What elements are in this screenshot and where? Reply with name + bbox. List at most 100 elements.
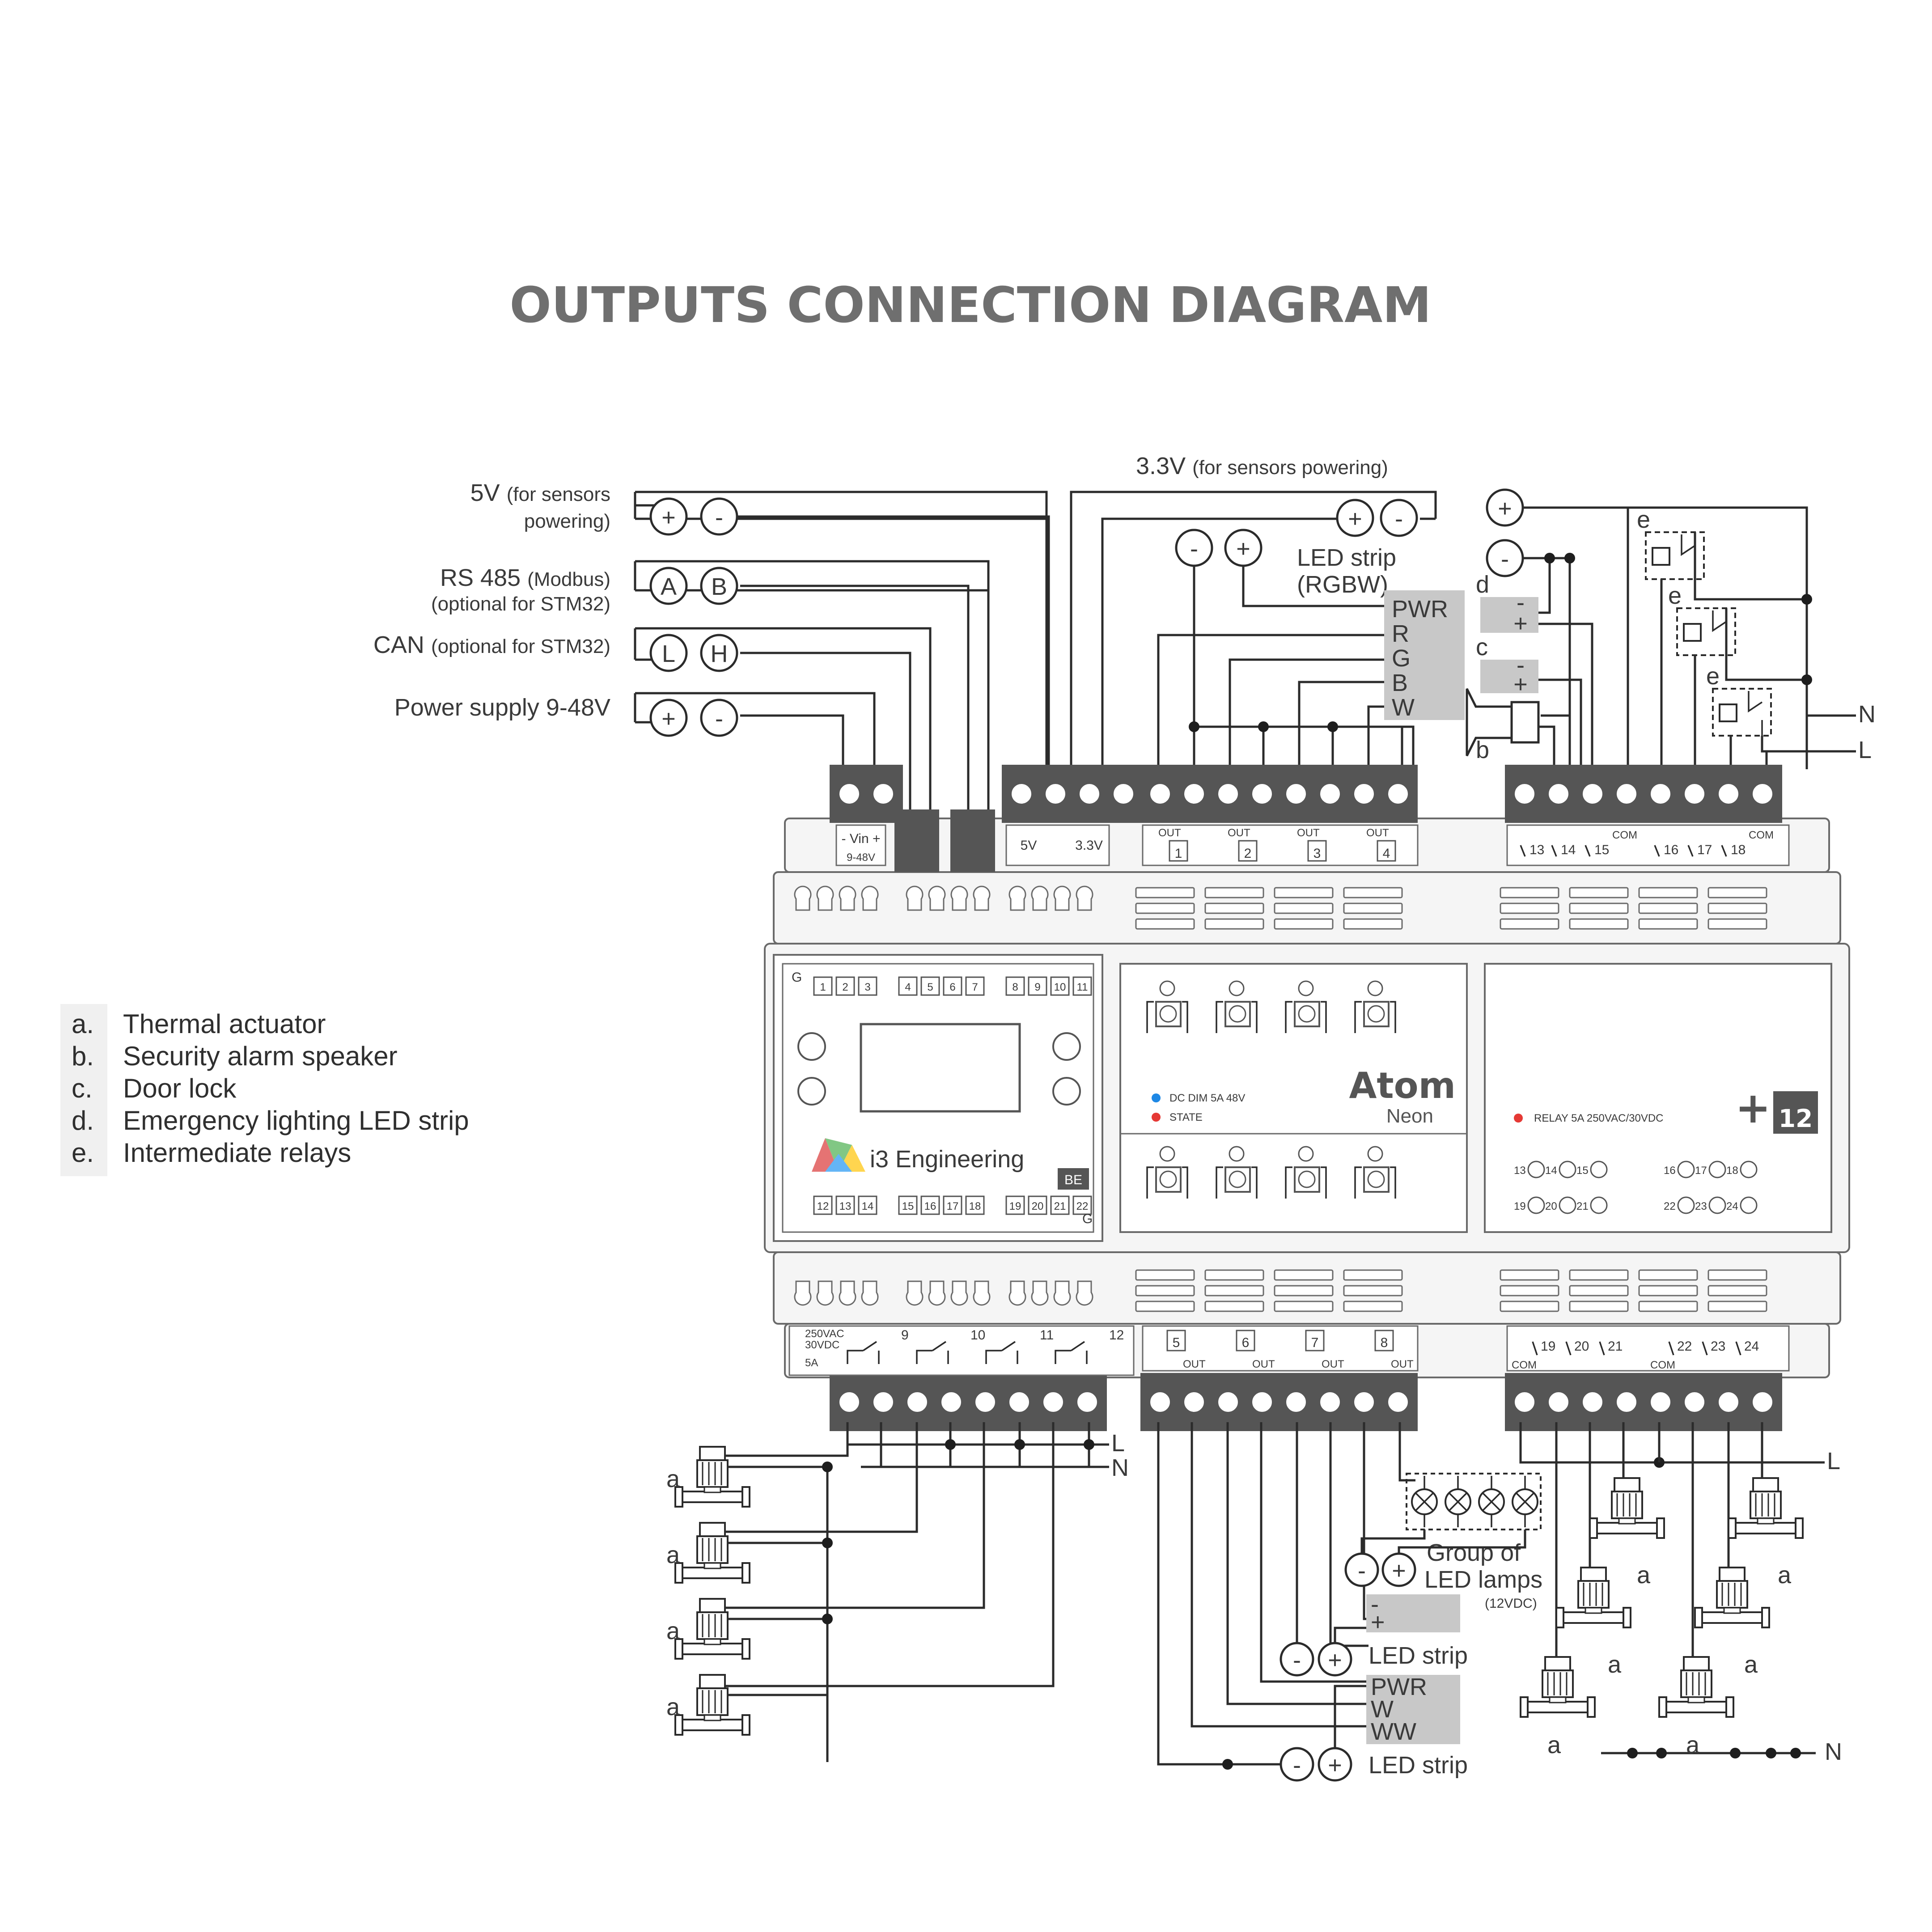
- left-input-wires: [634, 491, 1050, 809]
- svg-text:+: +: [661, 504, 676, 531]
- terminal-screw: [1615, 1390, 1638, 1414]
- dim-out-number: 3: [1313, 846, 1321, 861]
- state-led: [1152, 1113, 1161, 1122]
- dim-out-label: OUT: [1228, 827, 1250, 839]
- rgbw-ch-w: W: [1392, 694, 1415, 721]
- cpu-pin-label: 21: [1054, 1200, 1066, 1212]
- svg-text:-: -: [715, 705, 723, 732]
- terminal-screw: [1078, 782, 1101, 805]
- com-label: COM: [1612, 829, 1637, 841]
- thermal-actuator-icon: a: [666, 1446, 750, 1508]
- label-can-main: CAN: [373, 631, 424, 658]
- terminal-block-cpu-relays: [830, 1373, 1107, 1431]
- terminal-screw: [1581, 782, 1604, 805]
- lamps-label2: LED lamps: [1424, 1566, 1542, 1593]
- dim-out-number: 8: [1381, 1335, 1388, 1350]
- r12-led-label: 13: [1514, 1165, 1526, 1177]
- svg-text:+: +: [1371, 1609, 1385, 1635]
- r12-led-label: 21: [1576, 1200, 1589, 1212]
- r12-led-label: 14: [1545, 1165, 1557, 1177]
- r12-led-label: 22: [1664, 1200, 1676, 1212]
- thermal-actuator-icon: a: [666, 1522, 750, 1584]
- device-d-led-strip: d - +: [1476, 571, 1593, 769]
- terminal-block-dim-top: [1140, 765, 1418, 823]
- legend-text: Emergency lighting LED strip: [123, 1106, 469, 1135]
- actuator-label: a: [1637, 1562, 1651, 1589]
- rgbw-ch-g: G: [1392, 645, 1411, 672]
- legend-key: e.: [72, 1138, 94, 1168]
- com-label: COM: [1749, 829, 1774, 841]
- supply-minus-term: -: [1486, 539, 1524, 577]
- rgbw-term-plus: +: [1224, 529, 1263, 567]
- svg-text:+: +: [1498, 495, 1512, 522]
- relay-number: 16: [1664, 843, 1678, 857]
- actuator-label: a: [1744, 1651, 1758, 1678]
- rgbw-label: LED strip: [1297, 544, 1396, 571]
- cpu-relay-number: 9: [901, 1328, 909, 1343]
- atom-label: Atom: [1349, 1065, 1456, 1106]
- cpu-relay-number: 11: [1040, 1328, 1054, 1343]
- label-rs485-main: RS 485: [440, 564, 521, 591]
- cpu-pin-label: 19: [1009, 1200, 1021, 1212]
- terminal-screw: [838, 1390, 861, 1414]
- page-title: OUTPUTS CONNECTION DIAGRAM: [509, 276, 1431, 334]
- svg-text:30VDC: 30VDC: [805, 1339, 839, 1351]
- i3-logo-icon: [812, 1138, 865, 1172]
- relay-number: 20: [1574, 1339, 1589, 1354]
- thermal-actuator-icon: a: [666, 1598, 750, 1660]
- terminal-screw: [906, 1390, 929, 1414]
- svg-text:+: +: [1328, 1647, 1342, 1674]
- strip1-term-minus: -: [1280, 1642, 1314, 1677]
- strip2-label: LED strip: [1368, 1752, 1468, 1779]
- right-n-label: N: [1858, 701, 1876, 728]
- dc-dim-led: [1152, 1093, 1161, 1102]
- strip2-term-minus: -: [1280, 1747, 1314, 1782]
- svg-text:+: +: [1328, 1752, 1342, 1779]
- cpu-pin-label: 3: [864, 981, 870, 993]
- bottom-left-wires: L N: [711, 1422, 1129, 1762]
- thermal-actuator-icon: a: [1520, 1656, 1596, 1758]
- svg-text:+: +: [1392, 1557, 1406, 1584]
- terminal-screw: [1008, 1390, 1031, 1414]
- svg-text:3.3V (for sensors powering): 3.3V (for sensors powering): [1136, 453, 1388, 479]
- led-strip-1: - + - + LED strip: [1280, 1591, 1468, 1677]
- bottom-right-wires: L N: [1519, 1422, 1842, 1765]
- dim-out-label: OUT: [1322, 1358, 1344, 1370]
- label-rs485-note: (Modbus): [527, 568, 610, 590]
- relay-number: 13: [1530, 843, 1544, 857]
- terminal-3v3-plus: +: [1336, 499, 1374, 537]
- terminal-screw: [1318, 1390, 1342, 1414]
- terminal-screw: [1386, 782, 1410, 805]
- relay-number: 17: [1697, 843, 1712, 857]
- label-3v3-main: 3.3V: [1136, 453, 1186, 479]
- terminal-rs485-b: B: [700, 567, 738, 605]
- terminal-screw: [1250, 1390, 1274, 1414]
- relay-number: 15: [1594, 843, 1609, 857]
- relay-number: 24: [1744, 1339, 1759, 1354]
- terminal-screw: [1044, 782, 1067, 805]
- intermediate-relays: e e e N L: [1628, 506, 1876, 769]
- r12-led-label: 16: [1664, 1165, 1676, 1177]
- terminal-screw: [1717, 782, 1740, 805]
- terminal-block-relay-bottom: [1505, 1373, 1782, 1431]
- actuator-label: a: [1686, 1732, 1700, 1758]
- cpu-pin-label: 17: [947, 1200, 959, 1212]
- dim-out-label: OUT: [1297, 827, 1320, 839]
- cpu-pin-label: 11: [1077, 981, 1088, 993]
- terminal-screw: [1683, 1390, 1706, 1414]
- relay-led: [1514, 1114, 1523, 1123]
- cpu-pin-label: 18: [969, 1200, 981, 1212]
- right-l-label: L: [1858, 737, 1872, 763]
- input-rs485-label: RS 485 (Modbus) (optional for STM32): [431, 564, 610, 615]
- svg-text:-: -: [1517, 589, 1525, 616]
- actuator-label: a: [1778, 1562, 1792, 1589]
- input-3v3-label: 3.3V (for sensors powering): [1136, 453, 1388, 479]
- cpu-pin-label: 1: [820, 981, 826, 993]
- dc-dim-label: DC DIM 5A 48V: [1169, 1092, 1245, 1104]
- terminal-screw: [1352, 782, 1376, 805]
- terminal-screw: [1717, 1390, 1740, 1414]
- terminal-screw: [940, 1390, 963, 1414]
- svg-text:c: c: [1476, 634, 1488, 661]
- terminal-screw: [1547, 782, 1570, 805]
